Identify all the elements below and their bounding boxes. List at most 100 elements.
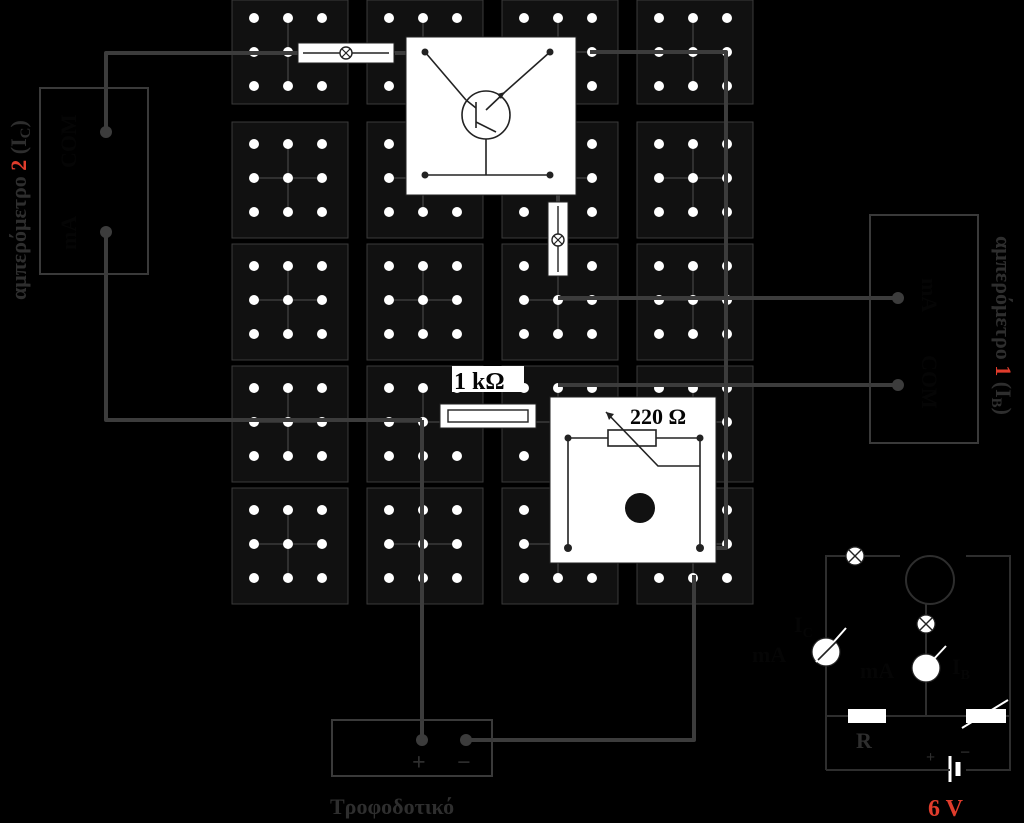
breadboard-hole[interactable] (519, 329, 529, 339)
breadboard-hole[interactable] (587, 207, 597, 217)
breadboard-hole[interactable] (553, 13, 563, 23)
breadboard-hole[interactable] (688, 329, 698, 339)
breadboard-hole[interactable] (654, 207, 664, 217)
breadboard-hole[interactable] (283, 451, 293, 461)
ammeter-1-ma-terminal[interactable] (892, 292, 904, 304)
breadboard-hole[interactable] (384, 139, 394, 149)
breadboard-hole[interactable] (452, 207, 462, 217)
breadboard-hole[interactable] (587, 173, 597, 183)
breadboard-hole[interactable] (249, 573, 259, 583)
ammeter-1-com-terminal[interactable] (892, 379, 904, 391)
breadboard-hole[interactable] (384, 451, 394, 461)
breadboard-hole[interactable] (283, 13, 293, 23)
breadboard-hole[interactable] (519, 505, 529, 515)
breadboard-hole[interactable] (654, 81, 664, 91)
breadboard-hole[interactable] (688, 13, 698, 23)
breadboard-hole[interactable] (283, 261, 293, 271)
breadboard-hole[interactable] (519, 573, 529, 583)
breadboard-hole[interactable] (519, 539, 529, 549)
breadboard-hole[interactable] (587, 573, 597, 583)
breadboard-hole[interactable] (249, 261, 259, 271)
breadboard-hole[interactable] (418, 295, 428, 305)
breadboard-hole[interactable] (249, 139, 259, 149)
breadboard-hole[interactable] (587, 139, 597, 149)
breadboard-hole[interactable] (249, 81, 259, 91)
breadboard-hole[interactable] (519, 451, 529, 461)
potentiometer-knob[interactable] (625, 493, 655, 523)
breadboard-hole[interactable] (317, 383, 327, 393)
breadboard-hole[interactable] (418, 13, 428, 23)
breadboard-hole[interactable] (553, 329, 563, 339)
breadboard-hole[interactable] (688, 261, 698, 271)
breadboard-hole[interactable] (249, 207, 259, 217)
breadboard-hole[interactable] (249, 539, 259, 549)
breadboard-hole[interactable] (519, 13, 529, 23)
breadboard-hole[interactable] (384, 173, 394, 183)
breadboard-hole[interactable] (249, 451, 259, 461)
breadboard-hole[interactable] (452, 451, 462, 461)
breadboard-hole[interactable] (519, 295, 529, 305)
breadboard-hole[interactable] (317, 81, 327, 91)
breadboard-hole[interactable] (418, 261, 428, 271)
breadboard-hole[interactable] (384, 13, 394, 23)
breadboard-hole[interactable] (384, 81, 394, 91)
breadboard-hole[interactable] (519, 261, 529, 271)
breadboard-hole[interactable] (688, 173, 698, 183)
breadboard-hole[interactable] (249, 13, 259, 23)
breadboard-hole[interactable] (452, 505, 462, 515)
breadboard-hole[interactable] (587, 261, 597, 271)
breadboard-hole[interactable] (384, 207, 394, 217)
breadboard-hole[interactable] (384, 261, 394, 271)
ammeter-2-com-terminal[interactable] (100, 226, 112, 238)
breadboard-hole[interactable] (317, 451, 327, 461)
breadboard-hole[interactable] (283, 573, 293, 583)
breadboard-hole[interactable] (452, 539, 462, 549)
breadboard-hole[interactable] (283, 295, 293, 305)
breadboard-hole[interactable] (654, 329, 664, 339)
breadboard-hole[interactable] (283, 81, 293, 91)
breadboard-hole[interactable] (654, 173, 664, 183)
breadboard-hole[interactable] (283, 383, 293, 393)
breadboard-hole[interactable] (553, 573, 563, 583)
breadboard-hole[interactable] (688, 207, 698, 217)
breadboard-hole[interactable] (317, 173, 327, 183)
breadboard-hole[interactable] (384, 295, 394, 305)
breadboard-hole[interactable] (688, 81, 698, 91)
breadboard-hole[interactable] (519, 207, 529, 217)
breadboard-hole[interactable] (283, 329, 293, 339)
breadboard-hole[interactable] (249, 383, 259, 393)
breadboard-hole[interactable] (283, 539, 293, 549)
breadboard-hole[interactable] (249, 173, 259, 183)
breadboard-hole[interactable] (418, 383, 428, 393)
breadboard-hole[interactable] (317, 573, 327, 583)
breadboard-hole[interactable] (317, 329, 327, 339)
breadboard-hole[interactable] (283, 139, 293, 149)
breadboard-hole[interactable] (722, 13, 732, 23)
breadboard-hole[interactable] (688, 139, 698, 149)
breadboard-hole[interactable] (317, 505, 327, 515)
breadboard-hole[interactable] (587, 13, 597, 23)
breadboard-hole[interactable] (317, 13, 327, 23)
breadboard-hole[interactable] (384, 505, 394, 515)
breadboard-hole[interactable] (452, 261, 462, 271)
breadboard-hole[interactable] (654, 573, 664, 583)
breadboard-hole[interactable] (317, 295, 327, 305)
breadboard-hole[interactable] (587, 81, 597, 91)
breadboard-hole[interactable] (452, 13, 462, 23)
breadboard-hole[interactable] (283, 173, 293, 183)
breadboard-hole[interactable] (587, 329, 597, 339)
breadboard-hole[interactable] (654, 13, 664, 23)
breadboard-hole[interactable] (722, 573, 732, 583)
breadboard-hole[interactable] (384, 573, 394, 583)
breadboard-hole[interactable] (654, 261, 664, 271)
supply-plus-terminal[interactable] (416, 734, 428, 746)
breadboard-hole[interactable] (418, 207, 428, 217)
breadboard-hole[interactable] (384, 539, 394, 549)
breadboard-hole[interactable] (283, 505, 293, 515)
breadboard-hole[interactable] (317, 539, 327, 549)
breadboard-hole[interactable] (452, 295, 462, 305)
breadboard-hole[interactable] (249, 505, 259, 515)
breadboard-hole[interactable] (452, 329, 462, 339)
breadboard-hole[interactable] (317, 261, 327, 271)
breadboard-hole[interactable] (283, 207, 293, 217)
